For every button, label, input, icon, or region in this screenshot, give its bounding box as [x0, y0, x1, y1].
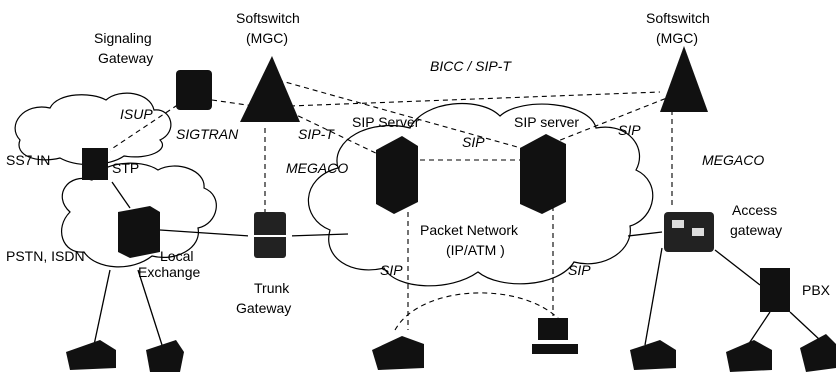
packet-network-label-2: (IP/ATM ) — [446, 242, 505, 258]
pstn-isdn-label: PSTN, ISDN — [6, 248, 85, 264]
sip-bottom-left-label: SIP — [380, 262, 403, 278]
mgc-right-label: (MGC) — [656, 30, 698, 46]
pbx-label: PBX — [802, 282, 831, 298]
sip-server-left-label: SIP Server — [352, 114, 420, 130]
megaco-right-label: MEGACO — [702, 152, 765, 168]
access-gateway-label-1: Access — [732, 202, 778, 218]
trunk-gateway-label-2: Gateway — [236, 300, 292, 316]
access-gateway-label-2: gateway — [730, 222, 783, 238]
packet-network-cloud — [307, 103, 654, 287]
sip-server-right-icon — [520, 134, 566, 214]
solid-links — [93, 181, 821, 346]
sip-t-label: SIP-T — [298, 126, 334, 142]
bicc-sipt-label: BICC / SIP-T — [430, 58, 511, 74]
softswitch-right-icon — [660, 46, 708, 112]
softswitch-left-label: Softswitch — [236, 10, 300, 26]
packet-network-label-1: Packet Network — [420, 222, 519, 238]
sip-bottom-right-label: SIP — [568, 262, 591, 278]
trunk-gateway-label-1: Trunk — [254, 280, 290, 296]
sip-right-top-label: SIP — [618, 122, 641, 138]
local-exchange-icon — [118, 206, 160, 258]
dashed-signaling-links — [109, 79, 683, 331]
megaco-left-label: MEGACO — [286, 160, 349, 176]
stp-icon — [82, 148, 108, 180]
stp-label: STP — [112, 160, 140, 176]
computer-icon — [532, 318, 578, 354]
local-exchange-label-1: Local — [160, 248, 194, 264]
isup-label: ISUP — [120, 106, 153, 122]
signaling-gateway-label-1: Signaling — [94, 30, 152, 46]
ss7-cloud — [14, 92, 172, 166]
sip-server-right-label: SIP server — [514, 114, 580, 130]
softswitch-left-icon — [240, 56, 300, 122]
pbx-icon — [760, 268, 790, 312]
sip-server-left-icon — [376, 136, 418, 214]
signaling-gateway-icon — [176, 70, 212, 110]
local-exchange-label-2: Exchange — [138, 264, 201, 280]
telephone-icons — [66, 334, 836, 372]
signaling-gateway-label-2: Gateway — [98, 50, 154, 66]
softswitch-right-label: Softswitch — [646, 10, 710, 26]
trunk-gateway-icon — [248, 212, 292, 258]
ss7-in-label: SS7 IN — [6, 152, 51, 168]
access-gateway-icon — [664, 212, 714, 252]
sip-between-servers-label: SIP — [462, 134, 485, 150]
mgc-left-label: (MGC) — [246, 30, 288, 46]
sigtran-label: SIGTRAN — [176, 126, 239, 142]
